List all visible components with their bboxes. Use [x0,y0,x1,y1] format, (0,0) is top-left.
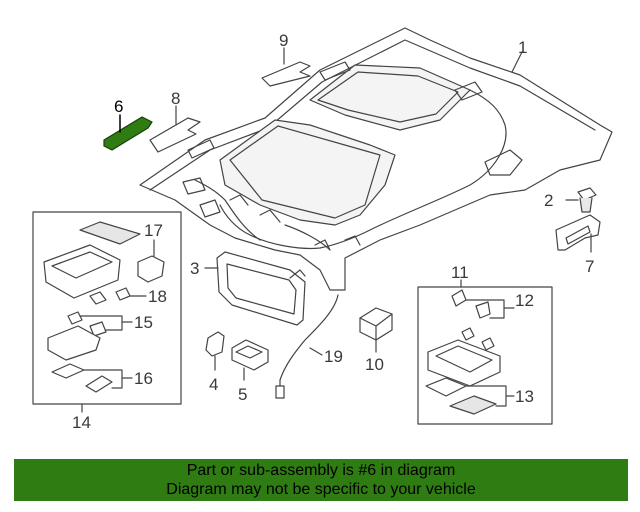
callout-1: 1 [518,38,527,57]
box-11 [417,279,553,425]
part-9-rail [261,61,311,87]
callout-11: 11 [451,263,469,282]
callout-6: 6 [114,97,123,116]
callout-14: 14 [72,413,91,432]
callout-4: 4 [209,375,218,394]
part-19-harness [275,294,339,399]
callout-7: 7 [585,257,594,276]
box-14 [32,211,182,413]
part-4-clip [205,331,225,371]
banner-line-2: Diagram may not be specific to your vehi… [166,481,476,498]
callout-9: 9 [279,31,288,50]
callout-13: 13 [515,387,534,406]
callout-17: 17 [144,221,163,240]
callout-16: 16 [134,369,153,388]
callout-10: 10 [365,355,384,374]
banner-line-1: Part or sub-assembly is #6 in diagram [186,462,456,479]
part-10-module [359,307,393,353]
callout-5: 5 [238,385,247,404]
callout-2: 2 [544,191,553,210]
part-5-lamp [231,339,269,381]
callout-18: 18 [148,287,167,306]
callout-12: 12 [515,291,534,310]
part-3-sun-visor [204,251,306,326]
headliner-shape [139,27,613,291]
part-8-rail [149,117,201,153]
callout-19: 19 [324,347,343,366]
part-2-clip [565,187,597,213]
part-7-grab-handle [555,214,601,253]
parts-diagram: 1 2 3 4 5 6 7 8 9 10 11 12 13 14 15 16 1… [32,27,613,432]
callout-15: 15 [134,313,153,332]
callout-8: 8 [171,89,180,108]
part-6-bracket [103,114,153,151]
info-banner: Part or sub-assembly is #6 in diagram Di… [14,459,628,501]
callout-3: 3 [190,259,199,278]
